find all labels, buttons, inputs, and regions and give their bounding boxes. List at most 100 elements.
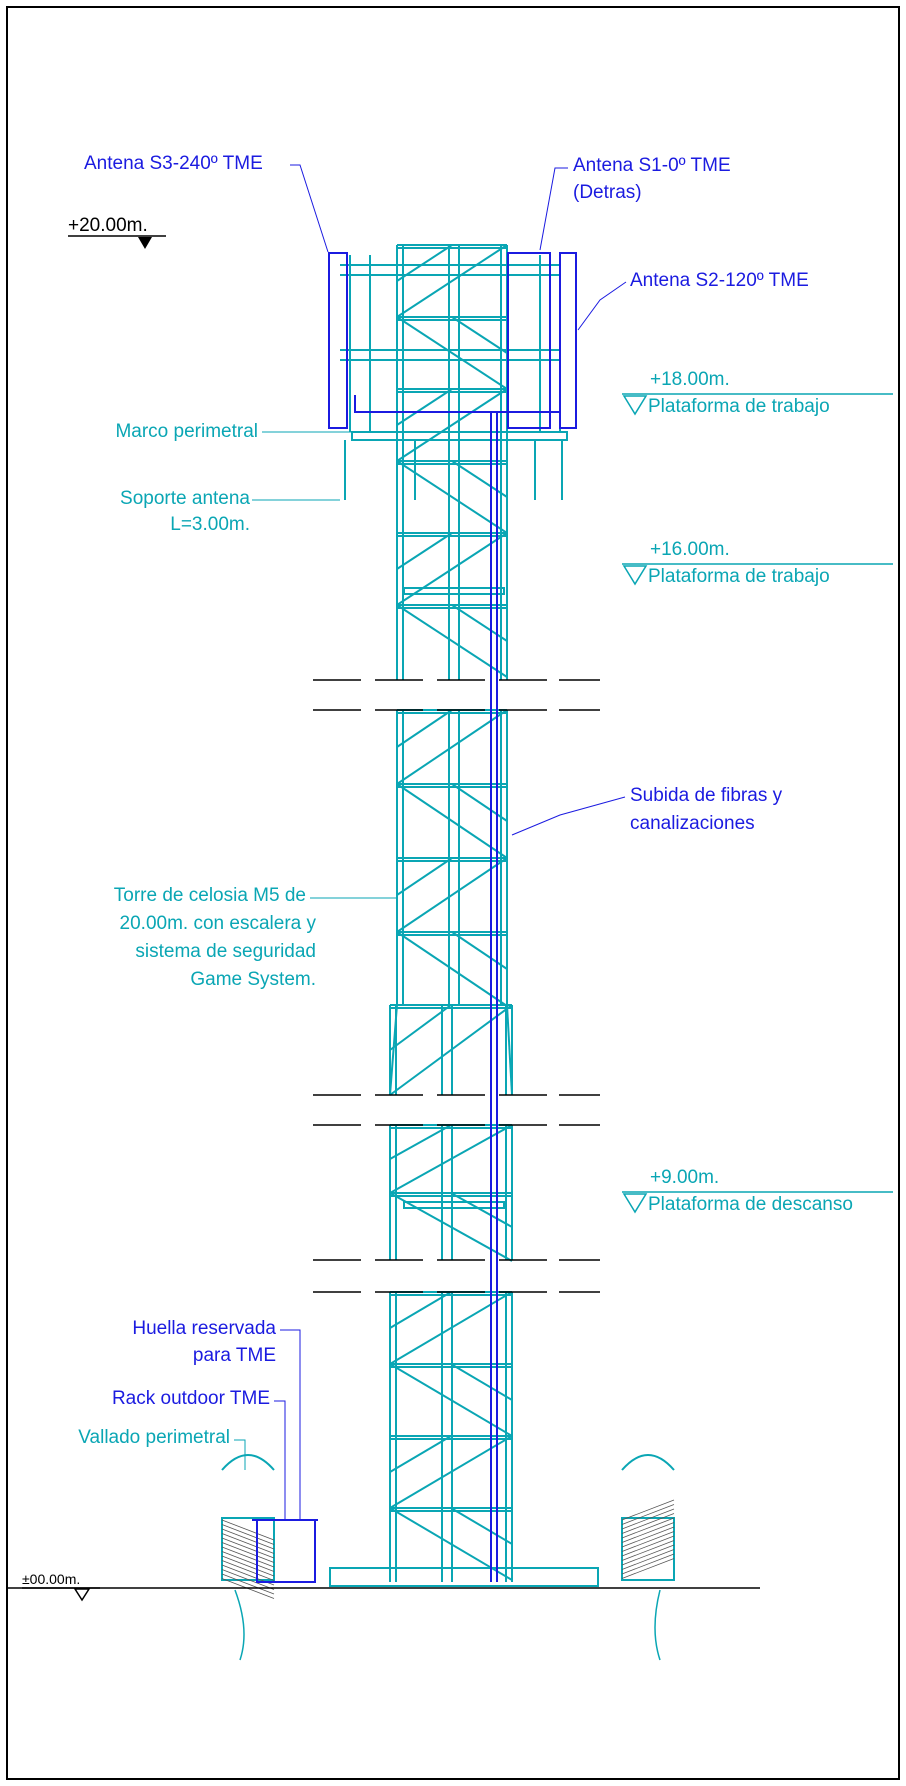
drawing-frame — [6, 6, 900, 1780]
leader-line — [234, 1439, 246, 1470]
fence-top — [221, 1454, 275, 1471]
platform-marker-icon — [622, 395, 648, 416]
lattice-tower — [221, 244, 675, 1599]
leader-lines — [234, 164, 627, 1520]
fence-hatch — [621, 1544, 675, 1566]
leader-line — [290, 164, 329, 253]
label-antenna-s3: Antena S3-240º TME — [84, 153, 263, 174]
fence-hatch — [221, 1573, 275, 1595]
fence-hatch — [221, 1519, 275, 1541]
platform-elevation: +18.00m. — [650, 369, 730, 390]
tower-diagonal-brace — [396, 709, 508, 785]
perimeter-fence — [621, 1454, 675, 1581]
fence-hatch — [221, 1546, 275, 1568]
fence-hatch — [621, 1508, 675, 1530]
platform-mark-9: +9.00m. Plataforma de descanso — [622, 1167, 893, 1215]
label-antenna-s1-note: (Detras) — [573, 182, 642, 203]
fence-hatch — [621, 1513, 675, 1534]
fence-hatch — [221, 1551, 275, 1572]
label-fiber-2: canalizaciones — [630, 813, 755, 834]
leader-line — [539, 167, 568, 251]
tower-secondary-brace — [451, 931, 508, 970]
label-antenna-support-2: L=3.00m. — [170, 514, 250, 535]
tower-diagonal-brace — [396, 783, 508, 859]
level-top-text: +20.00m. — [68, 215, 148, 236]
platform-name: Plataforma de trabajo — [648, 396, 830, 417]
fence-hatch — [221, 1533, 275, 1554]
label-fiber-1: Subida de fibras y — [630, 785, 783, 806]
tower-secondary-brace — [389, 1004, 452, 1051]
tower-diagonal-brace — [396, 931, 508, 1007]
rest-platform-9 — [403, 1201, 505, 1209]
tower-secondary-brace — [450, 1363, 513, 1401]
platform-mark-18: +18.00m. Plataforma de trabajo — [622, 369, 893, 417]
label-tower-1: Torre de celosia M5 de — [114, 885, 306, 906]
fence-hatch — [221, 1524, 275, 1545]
tower-diagonal-brace — [396, 244, 508, 318]
fence-hatch — [621, 1531, 675, 1552]
antenna-s2 — [559, 252, 577, 429]
fence-hatch — [221, 1528, 275, 1550]
antenna-frame — [354, 395, 561, 413]
platform-name: Plataforma de trabajo — [648, 566, 830, 587]
fence-hatch — [621, 1535, 675, 1557]
fence-hatch — [621, 1517, 675, 1539]
telecom-equipment — [252, 252, 577, 1583]
tower-secondary-brace — [451, 316, 508, 354]
platform-marker-icon — [622, 1193, 648, 1214]
tower-secondary-brace — [396, 532, 453, 570]
fence-ground-curve — [234, 1589, 245, 1661]
fence-panel — [621, 1517, 675, 1581]
tower-diagonal-brace — [396, 316, 508, 390]
label-rack: Rack outdoor TME — [112, 1388, 270, 1409]
label-tower-3: sistema de seguridad — [135, 941, 316, 962]
fence-hatch — [621, 1526, 675, 1548]
fence-hatch — [221, 1560, 275, 1581]
leader-line — [511, 796, 626, 836]
work-platform-16 — [403, 587, 505, 595]
fence-hatch — [621, 1549, 675, 1570]
level-marker-icon — [73, 1588, 91, 1602]
platform-marker-icon — [622, 565, 648, 586]
tower-secondary-brace — [396, 388, 453, 426]
antenna-s1 — [507, 252, 551, 429]
perimeter-fence — [221, 1454, 275, 1599]
label-antenna-s2: Antena S2-120º TME — [630, 270, 809, 291]
fence-hatch — [221, 1542, 275, 1563]
leader-line — [577, 281, 627, 331]
fence-hatch — [221, 1537, 275, 1559]
tower-secondary-brace — [450, 1507, 513, 1545]
platform-name: Plataforma de descanso — [648, 1194, 853, 1215]
platform-mark-16: +16.00m. Plataforma de trabajo — [622, 539, 893, 587]
tower-foundation — [329, 1567, 599, 1587]
ground-line-group — [7, 679, 760, 1661]
fence-top — [621, 1454, 675, 1471]
label-tower-4: Game System. — [190, 969, 316, 990]
fence-hatch — [621, 1553, 675, 1575]
tower-secondary-brace — [396, 857, 453, 896]
antenna-s3 — [328, 252, 348, 429]
label-antenna-s1: Antena S1-0º TME — [573, 155, 731, 176]
tower-secondary-brace — [451, 604, 508, 642]
fence-hatch — [621, 1522, 675, 1543]
level-marker-icon — [138, 237, 152, 249]
platform-elevation: +9.00m. — [650, 1167, 719, 1188]
perimeter-frame — [351, 431, 568, 441]
label-footprint-2: para TME — [193, 1345, 276, 1366]
label-fence: Vallado perimetral — [78, 1427, 230, 1448]
leader-line — [274, 1400, 286, 1520]
tower-secondary-brace — [389, 1435, 452, 1473]
label-antenna-support-1: Soporte antena — [120, 488, 250, 509]
tower-secondary-brace — [451, 460, 508, 498]
fence-hatch — [221, 1555, 275, 1577]
fence-hatch — [221, 1569, 275, 1590]
tower-diagonal-brace — [396, 604, 508, 678]
tower-secondary-brace — [396, 709, 453, 748]
tower-secondary-brace — [450, 1192, 513, 1228]
tower-diagonal-brace — [396, 857, 508, 933]
label-tower-2: 20.00m. con escalera y — [120, 913, 317, 934]
tower-secondary-brace — [451, 783, 508, 822]
tower-secondary-brace — [389, 1291, 452, 1329]
level-mark-top: +20.00m. — [68, 215, 166, 249]
